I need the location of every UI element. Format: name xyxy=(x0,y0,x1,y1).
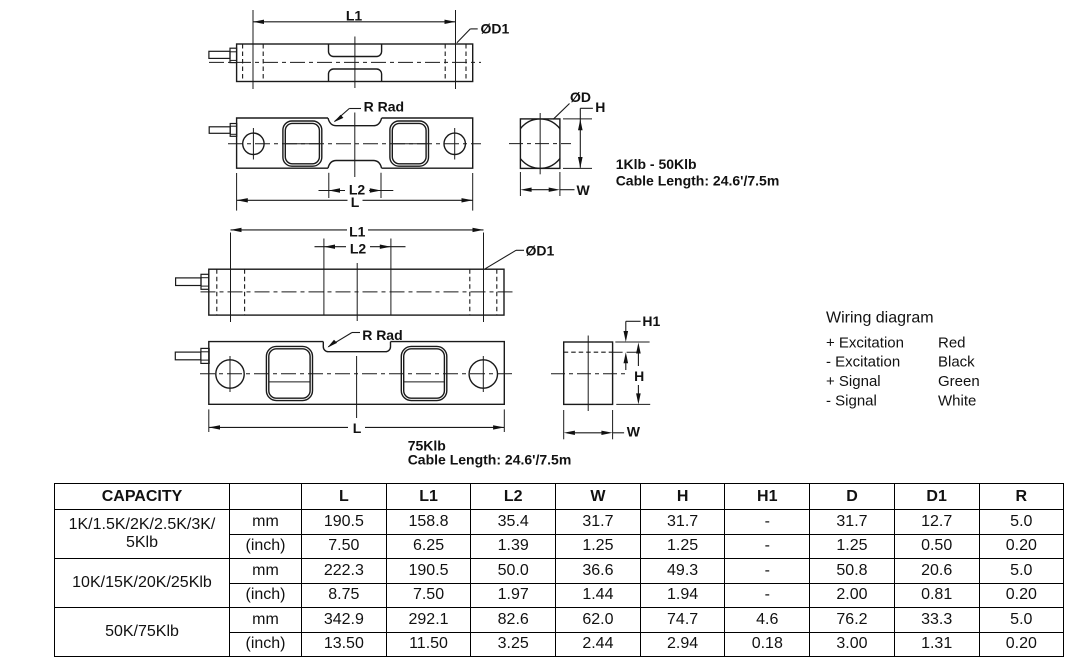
svg-text:Black: Black xyxy=(938,354,975,371)
svg-text:W: W xyxy=(577,182,591,198)
svg-text:H: H xyxy=(634,368,644,384)
svg-text:R Rad: R Rad xyxy=(364,99,404,115)
svg-text:Wiring diagram: Wiring diagram xyxy=(826,310,934,327)
svg-text:ØD1: ØD1 xyxy=(526,242,555,258)
svg-text:Red: Red xyxy=(938,334,966,351)
svg-text:L: L xyxy=(353,420,362,436)
svg-text:+ Excitation: + Excitation xyxy=(826,334,904,351)
svg-text:H: H xyxy=(595,99,605,115)
svg-text:+ Signal: + Signal xyxy=(826,373,881,390)
svg-text:ØD: ØD xyxy=(570,89,591,105)
svg-text:White: White xyxy=(938,393,976,410)
svg-text:- Signal: - Signal xyxy=(826,393,877,410)
svg-text:Green: Green xyxy=(938,373,980,390)
svg-text:L1: L1 xyxy=(346,8,363,24)
svg-text:L: L xyxy=(351,194,360,210)
svg-text:L1: L1 xyxy=(349,223,366,239)
svg-text:L2: L2 xyxy=(349,181,366,197)
svg-text:H1: H1 xyxy=(642,313,660,329)
svg-text:R Rad: R Rad xyxy=(362,327,402,343)
svg-text:ØD1: ØD1 xyxy=(481,21,510,37)
svg-text:Cable Length: 24.6'/7.5m: Cable Length: 24.6'/7.5m xyxy=(408,451,572,467)
svg-text:1Klb - 50Klb: 1Klb - 50Klb xyxy=(616,156,697,172)
svg-text:L2: L2 xyxy=(350,240,367,256)
svg-text:- Excitation: - Excitation xyxy=(826,354,900,371)
svg-text:W: W xyxy=(627,423,641,439)
svg-text:Cable Length: 24.6'/7.5m: Cable Length: 24.6'/7.5m xyxy=(616,173,780,189)
svg-text:75Klb: 75Klb xyxy=(408,437,446,453)
